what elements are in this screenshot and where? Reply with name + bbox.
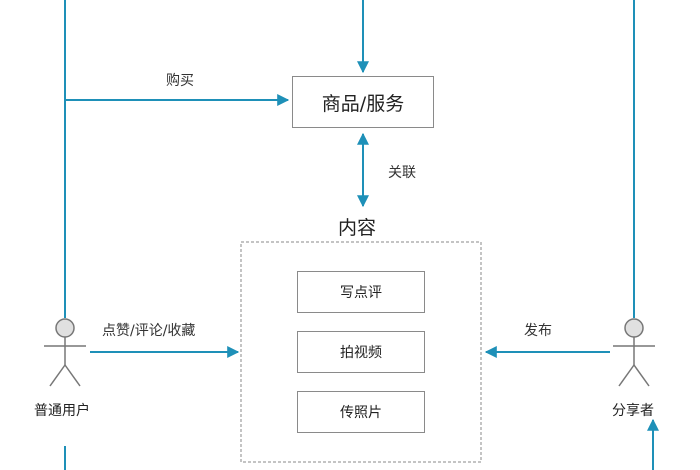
sharer-actor-label: 分享者 <box>612 403 654 419</box>
content-item-review: 写点评 <box>297 271 425 313</box>
content-item-photo: 传照片 <box>297 391 425 433</box>
user-actor-label: 普通用户 <box>34 403 90 419</box>
interact-label: 点赞/评论/收藏 <box>102 323 196 339</box>
content-container <box>240 241 482 463</box>
content-title: 内容 <box>338 217 377 239</box>
content-item-video: 拍视频 <box>297 331 425 373</box>
user-actor-icon <box>44 318 86 387</box>
goods-service-node: 商品/服务 <box>292 76 434 128</box>
related-label: 关联 <box>388 165 416 181</box>
buy-label: 购买 <box>166 73 194 89</box>
publish-label: 发布 <box>524 323 552 339</box>
sharer-actor-icon <box>613 318 655 387</box>
